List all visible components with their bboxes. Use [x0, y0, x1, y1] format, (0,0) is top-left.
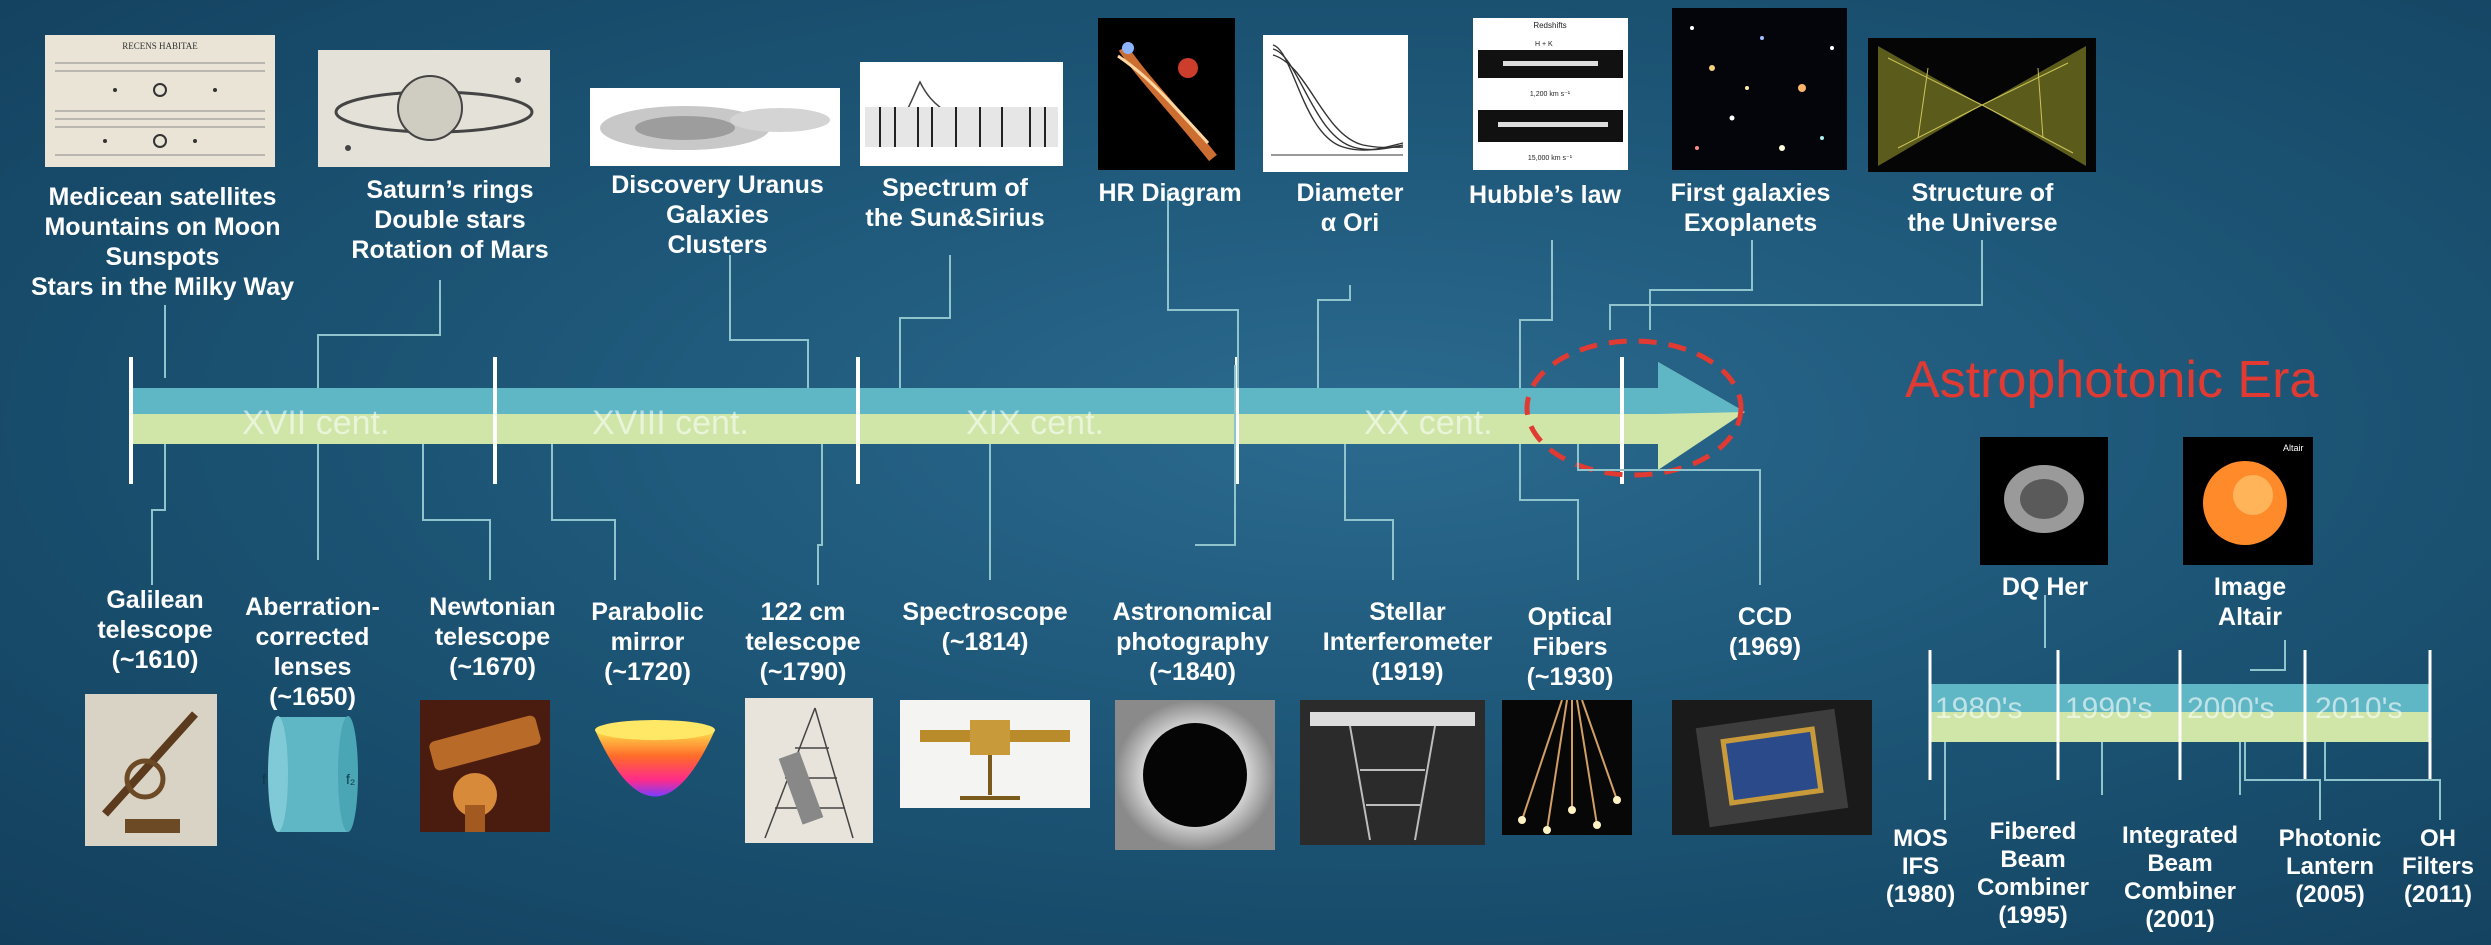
aberration-lens-diagram-image: f f₂: [258, 712, 368, 837]
hubble-redshift-plate-image: Redshifts H + K 1,200 km s⁻¹ 15,000 km s…: [1473, 18, 1628, 170]
timeline-band-yellow: [130, 414, 1660, 444]
astrophotonic-era-title: Astrophotonic Era: [1905, 351, 2319, 409]
saturn-rings-sketch-image: [318, 50, 550, 167]
optical-fibers-image: [1502, 700, 1632, 835]
ccd-chip-image: [1672, 700, 1872, 835]
top-label-discovery-uranus: Discovery Uranus Galaxies Clusters: [611, 171, 824, 259]
lens-focal-f2: f₂: [346, 771, 355, 787]
solar-spectrum-image: [860, 62, 1063, 166]
hr-diagram-image: [1098, 18, 1235, 170]
era-connectors: [1944, 595, 2441, 820]
galileo-manuscript-image: RECENS HABITAE: [45, 35, 275, 167]
altair-image-caption: Altair: [2283, 443, 2304, 453]
decade-label-1980s: 1980's: [1935, 692, 2023, 725]
galaxy-nebula-sketch-image: [590, 88, 840, 166]
stellar-interferometer-image: [1300, 700, 1485, 845]
top-label-hr-diagram: HR Diagram: [1098, 179, 1242, 207]
century-label-xviii: XVIII cent.: [592, 404, 749, 442]
lens-focal-f1: f: [262, 771, 266, 787]
bottom-connectors: [151, 365, 1761, 585]
top-label-first-galaxies: First galaxies Exoplanets: [1670, 179, 1831, 237]
newtonian-telescope-image: [420, 700, 550, 832]
top-label-spectrum-sun-sirius: Spectrum of the Sun&Sirius: [865, 174, 1045, 232]
astrophotonic-highlight-ellipse: [1524, 338, 1744, 478]
top-connectors: [164, 190, 1983, 388]
bottom-label-stellar-interferometer: Stellar Interferometer (1919): [1322, 598, 1493, 686]
era-bottom-label-photonic-lantern: Photonic Lantern (2005): [2278, 825, 2382, 908]
spectroscope-instrument-image: [900, 700, 1090, 808]
alpha-ori-diameter-plot-image: [1263, 35, 1408, 172]
bottom-label-spectroscope: Spectroscope (~1814): [902, 598, 1068, 656]
bottom-label-newtonian-telescope: Newtonian telescope (~1670): [429, 593, 556, 681]
redshift-plate-title: Redshifts: [1533, 21, 1566, 30]
redshift-plate-hk: H + K: [1535, 41, 1553, 48]
bottom-label-parabolic-mirror: Parabolic mirror (~1720): [591, 598, 704, 686]
era-bottom-label-oh-filters: OH Filters (2011): [2401, 825, 2475, 908]
solar-eclipse-photograph-image: [1115, 700, 1275, 850]
redshift-plate-velocity-2: 15,000 km s⁻¹: [1528, 155, 1573, 162]
bottom-label-optical-fibers: Optical Fibers (~1930): [1526, 603, 1614, 691]
top-label-diameter-alpha-ori: Diameter α Ori: [1296, 179, 1404, 237]
herschel-telescope-image: [745, 698, 873, 843]
manuscript-heading: RECENS HABITAE: [122, 41, 198, 51]
era-bottom-label-integrated-beam-combiner: Integrated Beam Combiner (2001): [2121, 822, 2238, 933]
bottom-label-astronomical-photography: Astronomical photography (~1840): [1112, 598, 1273, 686]
decade-label-2000s: 2000's: [2187, 692, 2275, 725]
century-label-xvii: XVII cent.: [242, 404, 390, 442]
era-label-dq-her: DQ Her: [2001, 573, 2089, 601]
top-label-medicean-satellites: Medicean satellites Mountains on Moon Su…: [30, 183, 295, 301]
top-label-hubbles-law: Hubble’s law: [1469, 181, 1621, 209]
century-label-xx: XX cent.: [1364, 404, 1493, 442]
bottom-label-ccd: CCD (1969): [1728, 603, 1802, 661]
bottom-label-galilean-telescope: Galilean telescope (~1610): [97, 586, 213, 674]
dq-her-image: [1980, 437, 2108, 565]
century-label-xix: XIX cent.: [966, 404, 1104, 442]
bottom-label-122cm-telescope: 122 cm telescope (~1790): [745, 598, 861, 686]
altair-image: Altair: [2183, 437, 2313, 565]
universe-structure-map-image: [1868, 38, 2096, 172]
parabolic-mirror-image: [590, 718, 720, 836]
top-label-saturns-rings: Saturn’s rings Double stars Rotation of …: [351, 176, 549, 264]
era-bottom-label-fibered-beam-combiner: Fibered Beam Combiner (1995): [1976, 818, 2089, 929]
era-label-image-altair: Image Altair: [2213, 573, 2287, 631]
deep-field-galaxies-image: [1672, 8, 1847, 170]
decade-label-1990s: 1990's: [2065, 692, 2153, 725]
timeline-band-cyan: [130, 388, 1660, 414]
bottom-label-aberration-lenses: Aberration- corrected lenses (~1650): [245, 593, 380, 711]
decade-label-2010s: 2010's: [2315, 692, 2403, 725]
galilean-telescope-image: [85, 694, 217, 846]
era-bottom-label-mos-ifs: MOS IFS (1980): [1885, 825, 1956, 908]
top-label-structure-universe: Structure of the Universe: [1907, 179, 2058, 237]
redshift-plate-velocity-1: 1,200 km s⁻¹: [1530, 91, 1571, 98]
